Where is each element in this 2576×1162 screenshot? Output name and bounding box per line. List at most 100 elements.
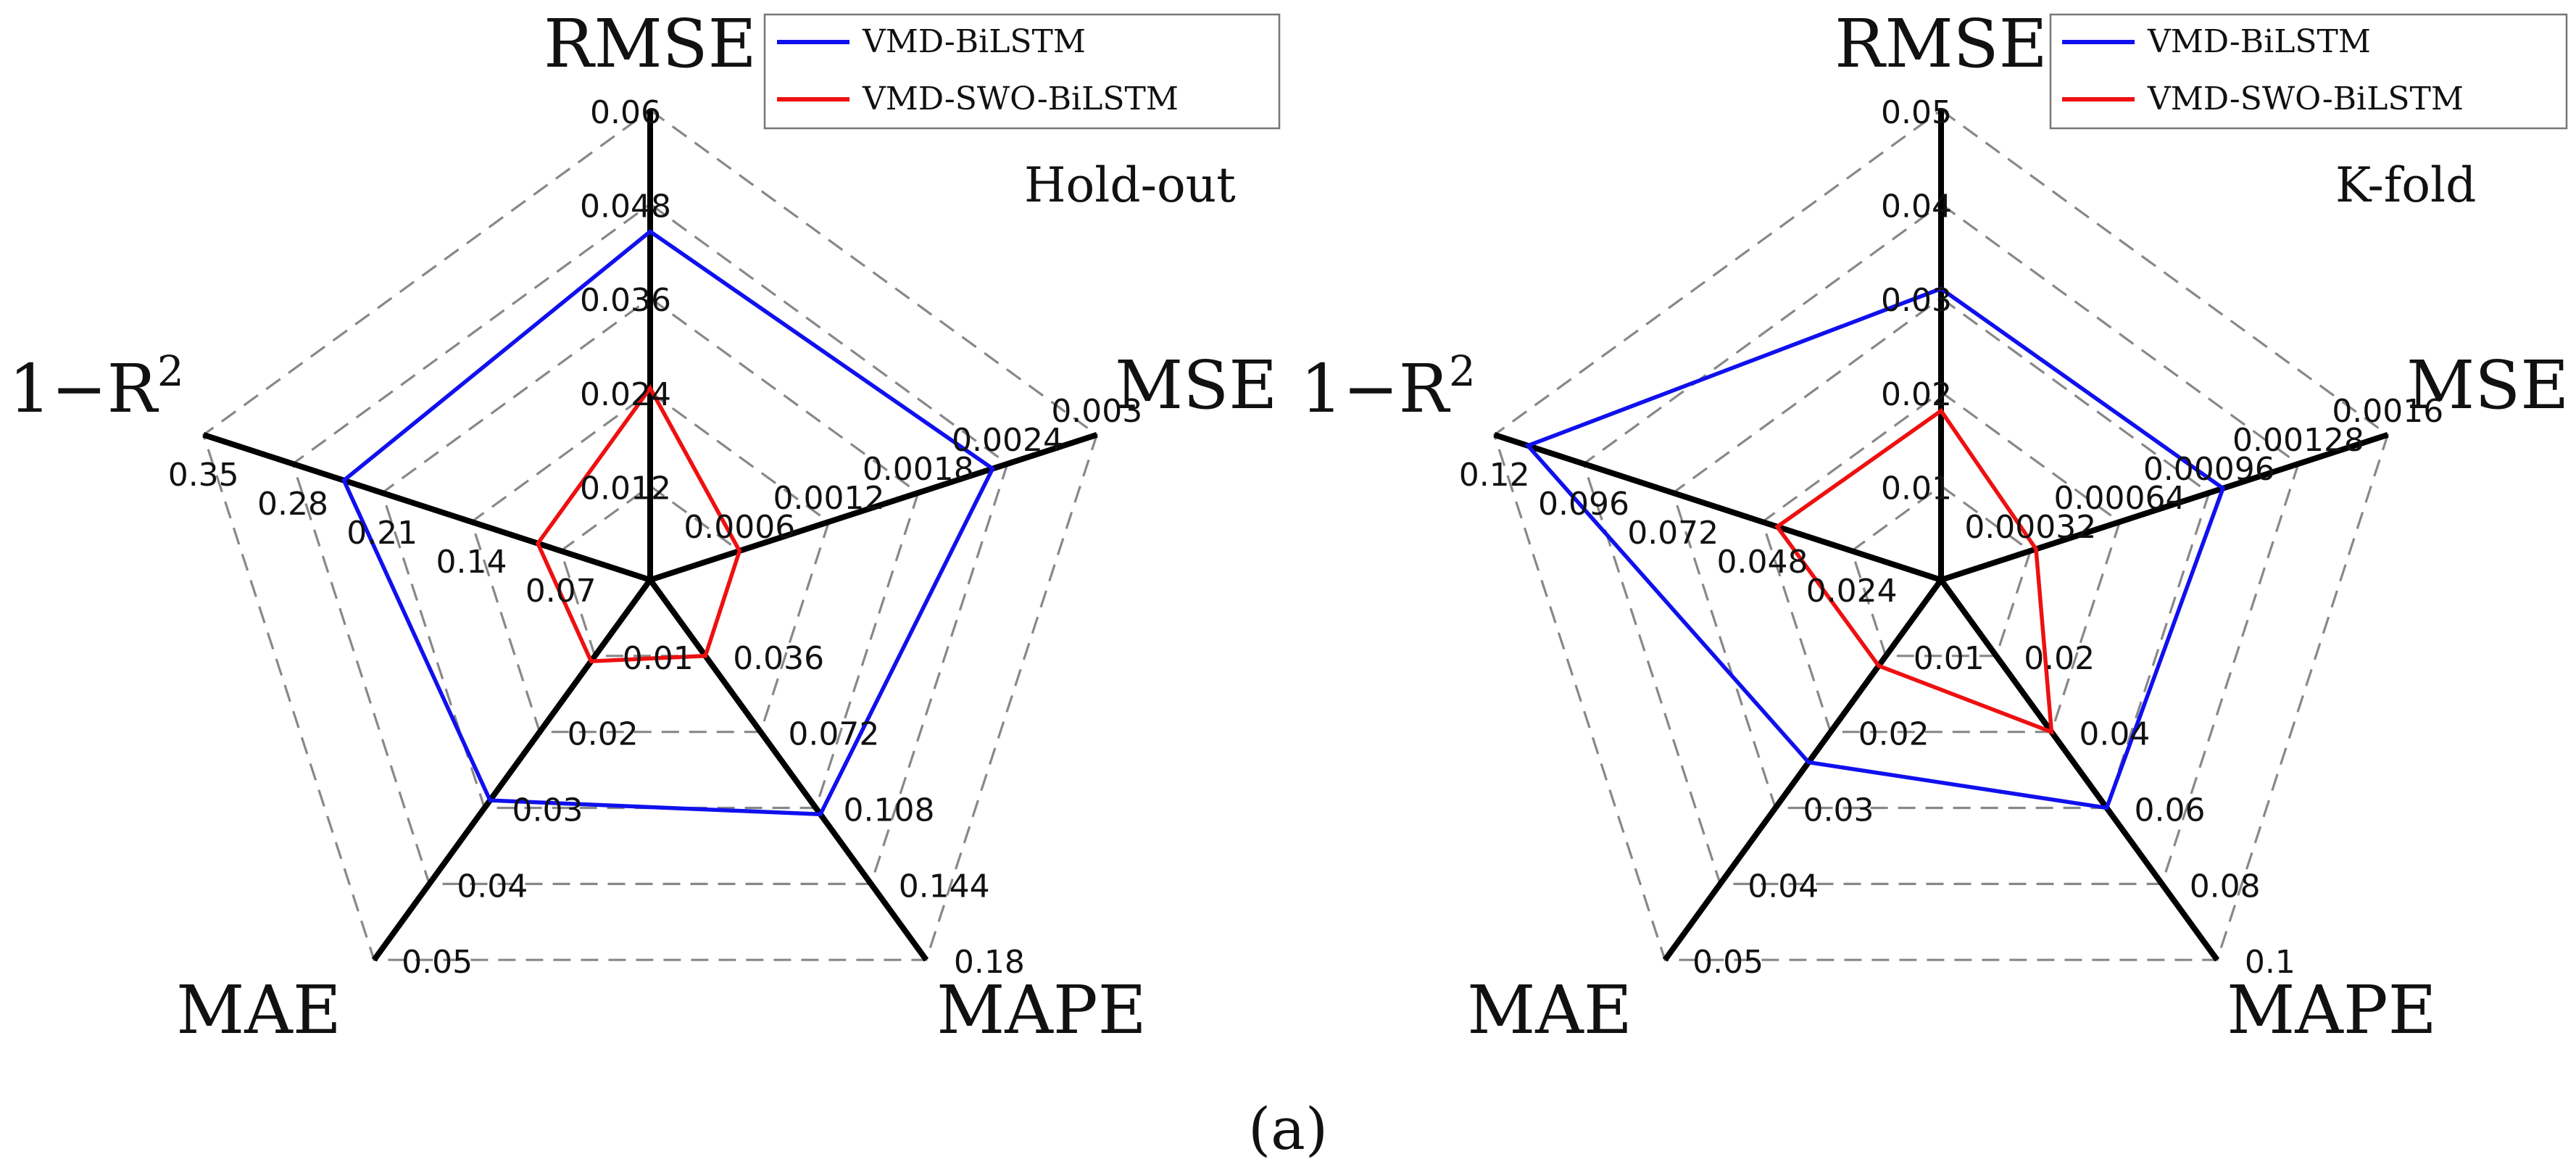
tick-rmse-3: 0.036 (580, 282, 671, 319)
grid-ring-5 (201, 109, 1099, 961)
axis-line-mape (1938, 578, 2220, 962)
axis-line-mae (371, 578, 653, 962)
tick-1-r2-1: 0.024 (1806, 573, 1898, 610)
tick-mape-1: 0.02 (2024, 640, 2095, 677)
tick-mae-4: 0.04 (457, 868, 528, 905)
axis-line-mse (1940, 431, 2389, 583)
legend-kfold: VMD-BiLSTM VMD-SWO-BiLSTM (2049, 13, 2568, 130)
axis-label-mse: MSE (1115, 346, 1277, 424)
tick-mse-5: 0.003 (1051, 393, 1142, 430)
grid-ring-2 (470, 390, 831, 734)
axis-label-mse: MSE (2406, 346, 2569, 424)
legend-label-vmd-swo-bilstm: VMD-SWO-BiLSTM (2147, 80, 2464, 117)
tick-1-r2-3: 0.072 (1627, 515, 1719, 552)
axis-line-mape (647, 578, 929, 962)
legend-holdout: VMD-BiLSTM VMD-SWO-BiLSTM (763, 13, 1281, 130)
tick-mae-4: 0.04 (1748, 868, 1819, 905)
tick-mae-1: 0.01 (1914, 640, 1985, 677)
tick-mse-3: 0.00096 (2143, 451, 2275, 488)
axis-label-r2-superscript: 2 (157, 346, 184, 396)
axis-line-1-r2 (202, 431, 652, 583)
tick-mape-1: 0.036 (733, 640, 824, 677)
axis-label-rmse: RMSE (544, 5, 757, 83)
tick-rmse-5: 0.05 (1881, 94, 1952, 131)
tick-rmse-4: 0.048 (580, 188, 671, 225)
grid-ring-3 (1671, 296, 2211, 810)
annotation-holdout: Hold-out (1024, 157, 1236, 213)
axis-label-one-minus-r2: 1−R2 (1300, 346, 1476, 428)
tick-mae-1: 0.01 (623, 640, 694, 677)
tick-rmse-1: 0.01 (1881, 470, 1952, 507)
tick-mape-3: 0.06 (2135, 792, 2206, 829)
tick-mae-3: 0.03 (1803, 792, 1874, 829)
grid-ring-2 (1761, 390, 2122, 734)
tick-mae-5: 0.05 (402, 944, 473, 981)
axis-line-mae (1662, 578, 1944, 962)
tick-mae-2: 0.02 (568, 716, 639, 753)
legend-label-vmd-swo-bilstm: VMD-SWO-BiLSTM (862, 80, 1179, 117)
tick-mape-5: 0.1 (2245, 944, 2295, 981)
axis-label-mae: MAE (1467, 971, 1632, 1049)
legend-box (763, 13, 1281, 130)
tick-mse-3: 0.0018 (863, 451, 974, 488)
figure-caption: (a) (1248, 1095, 1328, 1162)
tick-mape-5: 0.18 (954, 944, 1025, 981)
grid-ring-1 (559, 484, 741, 657)
series-vmd-swo-bilstm (535, 384, 742, 664)
tick-mae-3: 0.03 (512, 792, 583, 829)
axis-label-one-minus-r2: 1−R2 (9, 346, 184, 428)
tick-mse-4: 0.0024 (952, 422, 1063, 459)
tick-mae-2: 0.02 (1858, 716, 1929, 753)
tick-mse-5: 0.0016 (2332, 393, 2443, 430)
tick-1-r2-3: 0.21 (346, 515, 417, 552)
axis-line-1-r2 (1493, 431, 1943, 583)
tick-mape-2: 0.04 (2079, 716, 2150, 753)
axis-label-one-minus-r: 1−R (9, 350, 159, 428)
tick-mae-5: 0.05 (1692, 944, 1763, 981)
tick-1-r2-4: 0.28 (257, 486, 328, 523)
tick-rmse-3: 0.03 (1881, 282, 1952, 319)
tick-rmse-4: 0.04 (1881, 188, 1952, 225)
tick-1-r2-1: 0.07 (525, 573, 597, 610)
tick-1-r2-4: 0.096 (1538, 486, 1629, 523)
axis-label-r2-superscript: 2 (1449, 346, 1476, 396)
axis-line-mse (649, 431, 1098, 583)
axis-label-mape: MAPE (936, 971, 1147, 1049)
tick-mape-2: 0.072 (788, 716, 879, 753)
axis-label-one-minus-r: 1−R (1300, 350, 1451, 428)
tick-mse-1: 0.00032 (1964, 509, 2096, 546)
tick-1-r2-5: 0.35 (168, 457, 239, 494)
series-vmd-bilstm (341, 228, 996, 817)
legend-label-vmd-bilstm: VMD-BiLSTM (862, 23, 1086, 60)
tick-mse-1: 0.0006 (684, 509, 795, 546)
tick-mape-4: 0.144 (899, 868, 990, 905)
tick-mape-3: 0.108 (844, 792, 935, 829)
series-vmd-bilstm (1524, 286, 2226, 810)
tick-1-r2-5: 0.12 (1459, 457, 1530, 494)
legend-label-vmd-bilstm: VMD-BiLSTM (2147, 23, 2371, 60)
tick-mse-2: 0.0012 (773, 480, 885, 517)
grid-ring-1 (1850, 484, 2032, 657)
series-vmd-swo-bilstm (1774, 407, 2054, 735)
radar-chart-kfold: 0.01 0.02 0.03 0.04 0.05 0.000320.000640.0009… (1300, 5, 2569, 1049)
tick-mse-2: 0.00064 (2054, 480, 2186, 517)
axis-label-mae: MAE (176, 971, 341, 1049)
axis-label-mape: MAPE (2227, 971, 2437, 1049)
tick-1-r2-2: 0.048 (1717, 544, 1808, 581)
tick-rmse-1: 0.012 (580, 470, 671, 507)
grid-ring-5 (1492, 109, 2390, 961)
grid-ring-4 (1582, 202, 2300, 886)
grid-ring-4 (291, 202, 1009, 886)
radar-chart-holdout: 0.0120.0240.0360.0480.060.00060.00120.00… (9, 5, 1281, 1049)
tick-1-r2-2: 0.14 (436, 544, 507, 581)
tick-rmse-2: 0.024 (580, 376, 671, 413)
tick-mse-4: 0.00128 (2232, 422, 2364, 459)
annotation-kfold: K-fold (2335, 157, 2476, 213)
legend-box (2049, 13, 2568, 130)
axis-label-rmse: RMSE (1835, 5, 2048, 83)
tick-rmse-2: 0.02 (1881, 376, 1952, 413)
tick-mape-4: 0.08 (2190, 868, 2261, 905)
tick-rmse-5: 0.06 (590, 94, 661, 131)
